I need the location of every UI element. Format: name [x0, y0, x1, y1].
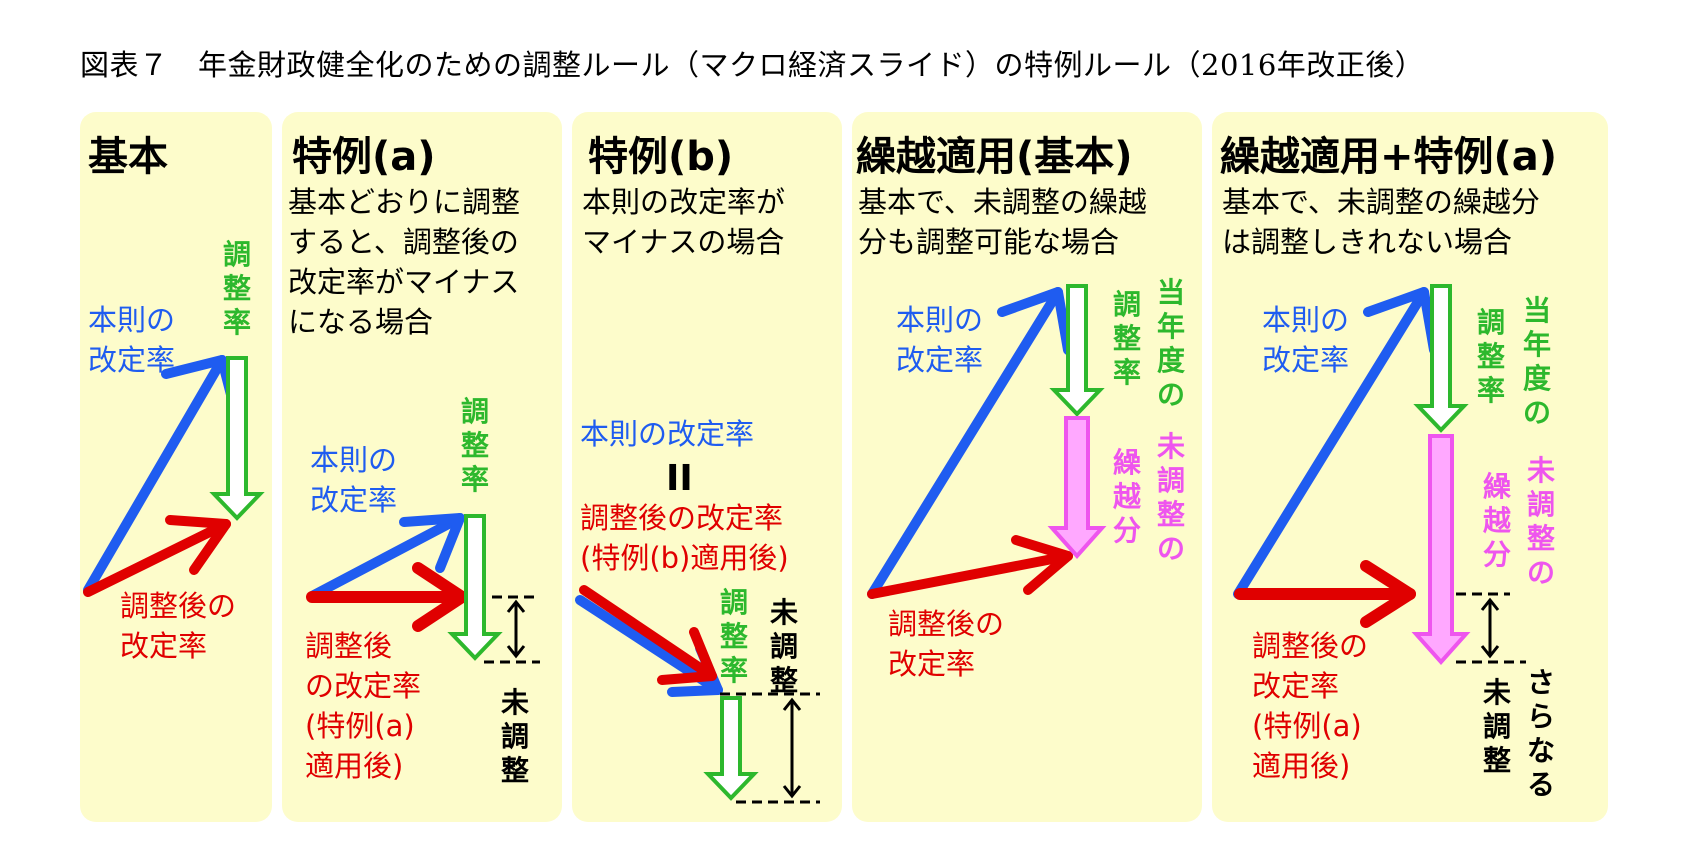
panel-exception-a-blue-arrow — [307, 513, 465, 601]
panel-carryover-exception-a-black-label: 未 調 整 — [1482, 676, 1511, 777]
panel-carryover-basic-green-label: 調 整 率 — [1112, 288, 1141, 389]
panel-carryover-exception-a-red-label: 調整後の 改定率 (特例(a) 適用後) — [1252, 629, 1369, 783]
panel-carryover-basic-green-label-2: 当 年 度 の — [1156, 276, 1185, 411]
panel-carryover-exception-a — [1212, 112, 1608, 822]
panel-carryover-exception-a-green-label-2: 当 年 度 の — [1522, 294, 1551, 429]
panel-carryover-basic-red-label: 調整後の 改定率 — [888, 607, 1005, 681]
panel-carryover-basic-red-arrow — [867, 535, 1073, 599]
panel-carryover-exception-a-heading: 繰越適用+特例(a) — [1220, 134, 1558, 180]
panel-exception-a — [282, 112, 562, 822]
panel-carryover-basic-heading: 繰越適用(基本) — [856, 134, 1133, 180]
panel-carryover-exception-a-blue-arrow — [1233, 287, 1439, 599]
panel-carryover-basic-pink-label: 繰 越 分 — [1112, 446, 1141, 547]
panel-basic-blue-label: 本則の 改定率 — [88, 303, 176, 377]
panel-exception-a-red-label: 調整後 の改定率 (特例(a) 適用後) — [305, 629, 422, 783]
panel-carryover-exception-a-green-label: 調 整 率 — [1476, 306, 1505, 407]
panel-carryover-exception-a-pink-down-arrow — [1411, 434, 1471, 666]
panel-carryover-exception-a-gap-marker — [1456, 592, 1526, 664]
panel-exception-b-green-down-arrow — [703, 696, 759, 801]
panel-carryover-basic-blue-arrow — [867, 287, 1073, 599]
panel-exception-a-red-arrow — [306, 562, 468, 632]
panel-basic-red-arrow — [83, 515, 231, 597]
panel-basic-red-label: 調整後の 改定率 — [120, 589, 237, 663]
panel-basic-heading: 基本 — [88, 134, 168, 180]
panel-exception-b-desc: 本則の改定率が マイナスの場合 — [582, 185, 786, 259]
panel-carryover-exception-a-desc: 基本で、未調整の繰越分 は調整しきれない場合 — [1222, 185, 1540, 259]
panel-carryover-basic-blue-label: 本則の 改定率 — [896, 303, 984, 377]
panel-exception-a-green-down-arrow — [447, 514, 503, 661]
panel-carryover-basic-green-down-arrow — [1049, 284, 1105, 417]
panel-carryover-basic-pink-label-2: 未 調 整 の — [1156, 430, 1185, 565]
panel-exception-a-blue-label: 本則の 改定率 — [310, 443, 398, 517]
panel-exception-b-gap-marker — [720, 692, 820, 804]
panel-exception-b — [572, 112, 842, 822]
panel-carryover-exception-a-green-down-arrow — [1413, 284, 1469, 433]
panel-exception-a-black-label: 未 調 整 — [500, 686, 529, 787]
panel-carryover-exception-a-blue-label: 本則の 改定率 — [1262, 303, 1350, 377]
panel-exception-b-blue-label: 本則の改定率 — [580, 417, 755, 451]
panel-exception-b-red-label: 調整後の改定率 (特例(b)適用後) — [580, 501, 789, 575]
panel-exception-b-green-label: 調 整 率 — [719, 586, 748, 687]
panel-exception-b-equals-sign: II — [666, 458, 693, 499]
panel-carryover-exception-a-black-label-2: さ ら な る — [1526, 666, 1555, 801]
panel-carryover-exception-a-pink-label-2: 未 調 整 の — [1526, 454, 1555, 589]
panel-exception-a-gap-marker — [484, 595, 540, 664]
panel-exception-a-heading: 特例(a) — [292, 134, 436, 180]
panel-carryover-basic-pink-down-arrow — [1047, 416, 1107, 560]
panel-carryover-exception-a-pink-label: 繰 越 分 — [1482, 470, 1511, 571]
panel-basic-green-label: 調 整 率 — [222, 238, 251, 339]
panel-exception-b-heading: 特例(b) — [588, 134, 734, 180]
panel-basic-green-down-arrow — [209, 356, 265, 521]
figure-title: 図表７ 年金財政健全化のための調整ルール（マクロ経済スライド）の特例ルール（20… — [80, 48, 1425, 82]
panel-carryover-exception-a-red-arrow — [1234, 560, 1416, 628]
panel-exception-b-red-arrow — [579, 585, 717, 685]
panel-exception-a-green-label: 調 整 率 — [460, 395, 489, 496]
panel-carryover-basic — [852, 112, 1202, 822]
panel-carryover-basic-desc: 基本で、未調整の繰越 分も調整可能な場合 — [858, 185, 1147, 259]
panel-exception-b-black-label: 未 調 整 — [769, 596, 798, 697]
panel-exception-a-desc: 基本どおりに調整 すると、調整後の 改定率がマイナス になる場合 — [288, 185, 521, 339]
